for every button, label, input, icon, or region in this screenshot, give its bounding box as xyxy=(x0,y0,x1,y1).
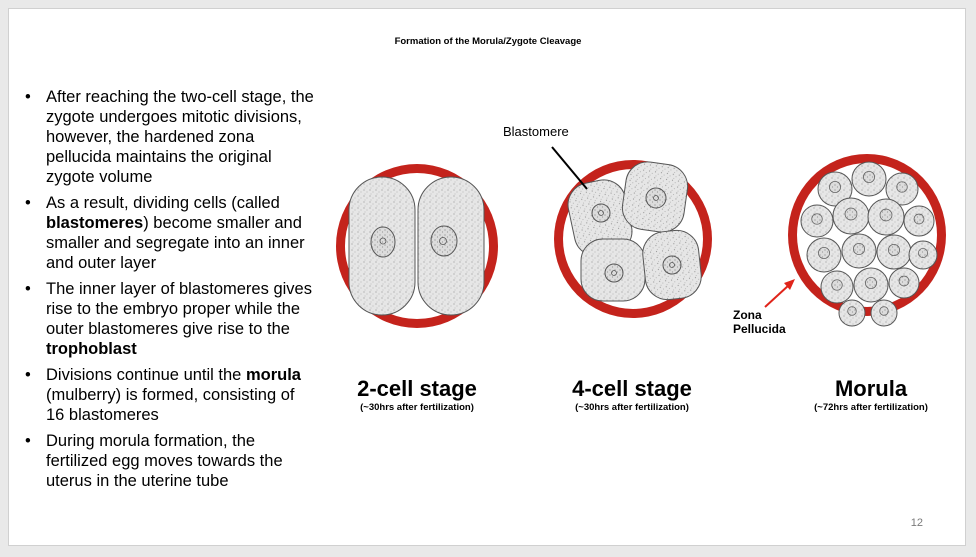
nucleus xyxy=(662,255,682,275)
zona-annotation-line1: Zona xyxy=(733,308,762,322)
slide-title: Formation of the Morula/Zygote Cleavage xyxy=(394,36,582,47)
nucleus xyxy=(430,225,458,257)
two-cell-embryo xyxy=(336,164,498,328)
bullet-text: The inner layer of blastomeres gives ris… xyxy=(46,280,312,338)
nucleus xyxy=(913,213,925,225)
bullet-text: (mulberry) is formed, consisting of 16 b… xyxy=(46,386,295,424)
nucleus xyxy=(811,213,823,225)
bullet-list: After reaching the two-cell stage, the z… xyxy=(17,87,317,497)
stage-name: 2-cell stage xyxy=(357,376,477,401)
nucleus xyxy=(917,247,929,259)
cleavage-figure xyxy=(336,146,946,328)
nucleus xyxy=(879,208,893,222)
bullet-bold-term: blastomeres xyxy=(46,214,144,232)
stage-time: (~30hrs after fertilization) xyxy=(360,402,474,413)
bullet-text: During morula formation, the fertilized … xyxy=(46,432,283,490)
stage-name: Morula xyxy=(834,376,908,401)
nucleus xyxy=(862,170,876,184)
bullet-bold-term: trophoblast xyxy=(46,340,137,358)
bullet-item: After reaching the two-cell stage, the z… xyxy=(17,87,317,187)
nucleus xyxy=(831,279,843,291)
nucleus xyxy=(879,306,889,316)
stage-time: (~72hrs after fertilization) xyxy=(814,402,928,413)
stage-name: 4-cell stage xyxy=(572,376,692,401)
nucleus xyxy=(817,246,831,260)
stage-time: (~30hrs after fertilization) xyxy=(575,402,689,413)
nucleus xyxy=(604,263,624,283)
nucleus xyxy=(864,276,878,290)
bullet-text: Divisions continue until the xyxy=(46,366,246,384)
stage-label-4-cell: 4-cell stage (~30hrs after fertilization… xyxy=(542,376,722,414)
bullet-item: Divisions continue until the morula (mul… xyxy=(17,365,317,425)
morula-embryo xyxy=(788,154,946,327)
bullet-item: As a result, dividing cells (called blas… xyxy=(17,193,317,273)
nucleus xyxy=(645,187,667,209)
bullet-bold-term: morula xyxy=(245,366,301,384)
nucleus xyxy=(896,181,908,193)
bullet-item: The inner layer of blastomeres gives ris… xyxy=(17,279,317,359)
nucleus xyxy=(847,306,857,316)
nucleus xyxy=(370,226,396,258)
bullet-text: After reaching the two-cell stage, the z… xyxy=(46,88,314,186)
bullet-text: As a result, dividing cells (called xyxy=(46,194,280,212)
bullet-text: ) become smaller and smaller and segrega… xyxy=(46,214,305,272)
slide: Formation of the Morula/Zygote Cleavage … xyxy=(8,8,966,546)
bullet-item: During morula formation, the fertilized … xyxy=(17,431,317,491)
nucleus xyxy=(898,275,910,287)
zona-arrow xyxy=(764,279,795,308)
four-cell-embryo xyxy=(554,160,712,318)
nucleus xyxy=(591,203,611,223)
nucleus xyxy=(852,242,866,256)
page-number: 12 xyxy=(910,517,923,529)
stage-label-2-cell: 2-cell stage (~30hrs after fertilization… xyxy=(327,376,507,414)
stage-label-morula: Morula (~72hrs after fertilization) xyxy=(781,376,961,414)
nucleus xyxy=(844,207,858,221)
nucleus xyxy=(887,243,901,257)
zona-annotation-line2: Pellucida xyxy=(733,322,786,336)
blastomere-pointer xyxy=(551,146,588,190)
blastomere-annotation: Blastomere xyxy=(503,124,569,139)
nucleus xyxy=(828,180,842,194)
